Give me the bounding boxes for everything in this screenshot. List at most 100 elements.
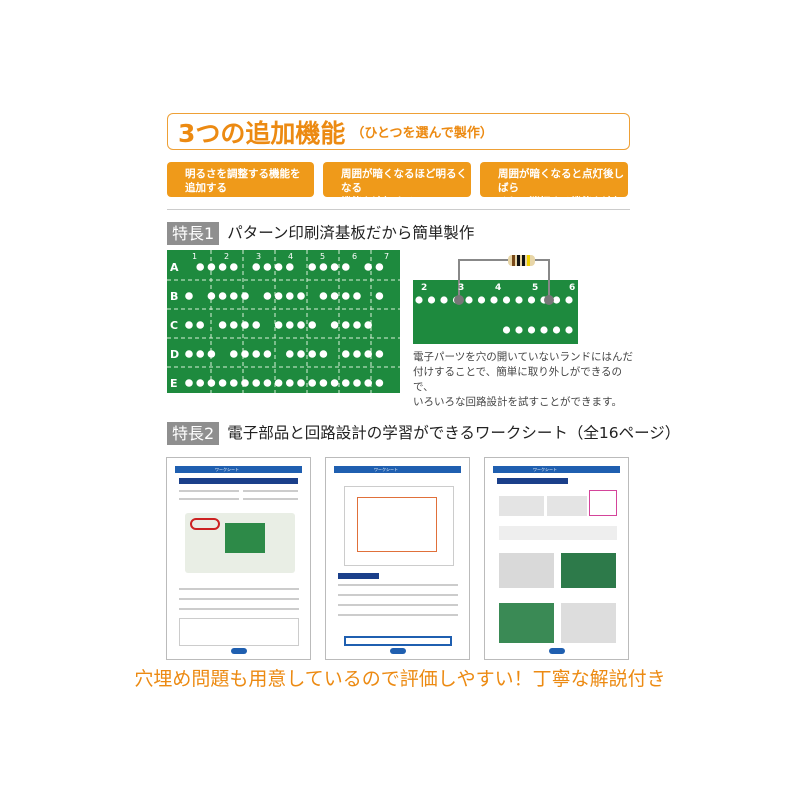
- pad: [364, 379, 372, 387]
- pad: [353, 292, 361, 300]
- pad: [263, 292, 272, 300]
- option-brightness: 明るさを調整する機能を追加する: [167, 162, 314, 197]
- pad: [230, 350, 238, 358]
- pad: [286, 292, 294, 300]
- resistor-band: [517, 255, 520, 266]
- pad: [286, 379, 294, 387]
- pad: [241, 321, 249, 329]
- row-label: E: [170, 377, 178, 390]
- pad: [207, 263, 216, 271]
- circuit-diagram: [344, 486, 454, 566]
- pad: [286, 350, 294, 358]
- pad: [342, 379, 350, 387]
- pad: [297, 350, 305, 358]
- column-label: 3: [458, 283, 464, 293]
- feature-badge: 特長2: [167, 422, 220, 445]
- option-text: 周囲が暗くなると点灯後しばら: [498, 168, 624, 194]
- pad: [207, 350, 216, 358]
- pad: [308, 350, 316, 358]
- resistor-band: [512, 255, 515, 266]
- divider: [167, 209, 630, 210]
- option-text: 追加する: [185, 182, 227, 194]
- column-label: 5: [320, 252, 325, 261]
- feature1-caption: 電子パーツを穴の開いていないランドにはんだ 付けすることで、簡単に取り外しができ…: [413, 350, 633, 410]
- pad: [353, 350, 361, 358]
- pad: [252, 379, 260, 387]
- pad: [297, 292, 305, 300]
- option-text: 明るさを調整する機能を: [185, 168, 301, 180]
- pad: [252, 350, 260, 358]
- resistor-lead: [458, 259, 550, 300]
- page-number: [390, 648, 406, 654]
- bottom-tagline: 穴埋め問題も用意しているので評価しやすい！丁寧な解説付き: [134, 668, 666, 690]
- note-box: [589, 490, 617, 516]
- pad: [196, 263, 204, 271]
- pad: [263, 263, 272, 271]
- pad: [286, 321, 294, 329]
- pad: [353, 379, 361, 387]
- pad: [319, 263, 328, 271]
- pad: [477, 296, 486, 304]
- pad: [527, 326, 536, 334]
- sheet-section-bar: [497, 478, 568, 484]
- pad: [342, 321, 350, 329]
- worksheet-page-2: ワークシート: [325, 457, 470, 660]
- pad: [218, 263, 227, 271]
- pad: [515, 326, 523, 334]
- column-label: 6: [352, 252, 357, 261]
- pad: [440, 296, 448, 304]
- resistor-band: [522, 255, 525, 266]
- sheet-header: ワークシート: [334, 466, 461, 473]
- worksheet-page-3: ワークシート: [484, 457, 629, 660]
- pad: [207, 292, 216, 300]
- row-label: C: [170, 319, 178, 332]
- title-sub: （ひとつを選んで製作）: [351, 126, 493, 141]
- worksheet-page-1: ワークシート: [166, 457, 311, 660]
- pad: [263, 350, 272, 358]
- pcb-background: [413, 280, 578, 344]
- pad: [502, 296, 511, 304]
- column-label: 5: [532, 283, 538, 293]
- pad: [527, 296, 536, 304]
- title-main: 3つの追加機能: [178, 118, 346, 148]
- pad: [263, 379, 272, 387]
- pad: [427, 296, 436, 304]
- photo: [499, 603, 554, 643]
- pad: [375, 263, 384, 271]
- solder-joint: [544, 295, 554, 305]
- option-text: くして消灯する機能を追加する: [498, 196, 624, 222]
- pad: [342, 292, 350, 300]
- photo: [499, 553, 554, 588]
- option-dark-brighter: 周囲が暗くなるほど明るくなる機能を追加する: [323, 162, 471, 208]
- column-label: 1: [192, 252, 197, 261]
- pad: [274, 379, 283, 387]
- pad: [230, 292, 238, 300]
- pad: [565, 296, 573, 304]
- pad: [552, 296, 561, 304]
- feature2-header: 特長2 電子部品と回路設計の学習ができるワークシート（全16ページ）: [167, 422, 680, 445]
- row-label: B: [170, 290, 178, 303]
- pad: [286, 263, 294, 271]
- photo: [499, 496, 544, 516]
- pad: [274, 292, 283, 300]
- pad: [415, 296, 423, 304]
- pad: [375, 379, 384, 387]
- pad: [353, 321, 361, 329]
- pad: [252, 263, 260, 271]
- pad: [297, 379, 305, 387]
- caption-line: 電子パーツを穴の開いていないランドにはんだ: [413, 351, 633, 363]
- pad: [330, 379, 339, 387]
- pad: [364, 350, 372, 358]
- pad: [185, 321, 193, 329]
- pcb-background: [167, 250, 400, 393]
- pad: [196, 321, 204, 329]
- pad: [515, 296, 523, 304]
- pad: [342, 263, 350, 271]
- section-title: 3つの追加機能 （ひとつを選んで製作）: [167, 113, 630, 150]
- pad: [319, 379, 328, 387]
- pad: [330, 263, 339, 271]
- feature1-header: 特長1 パターン印刷済基板だから簡単製作: [167, 222, 474, 245]
- pad: [552, 326, 561, 334]
- pad: [196, 379, 204, 387]
- pad: [252, 321, 260, 329]
